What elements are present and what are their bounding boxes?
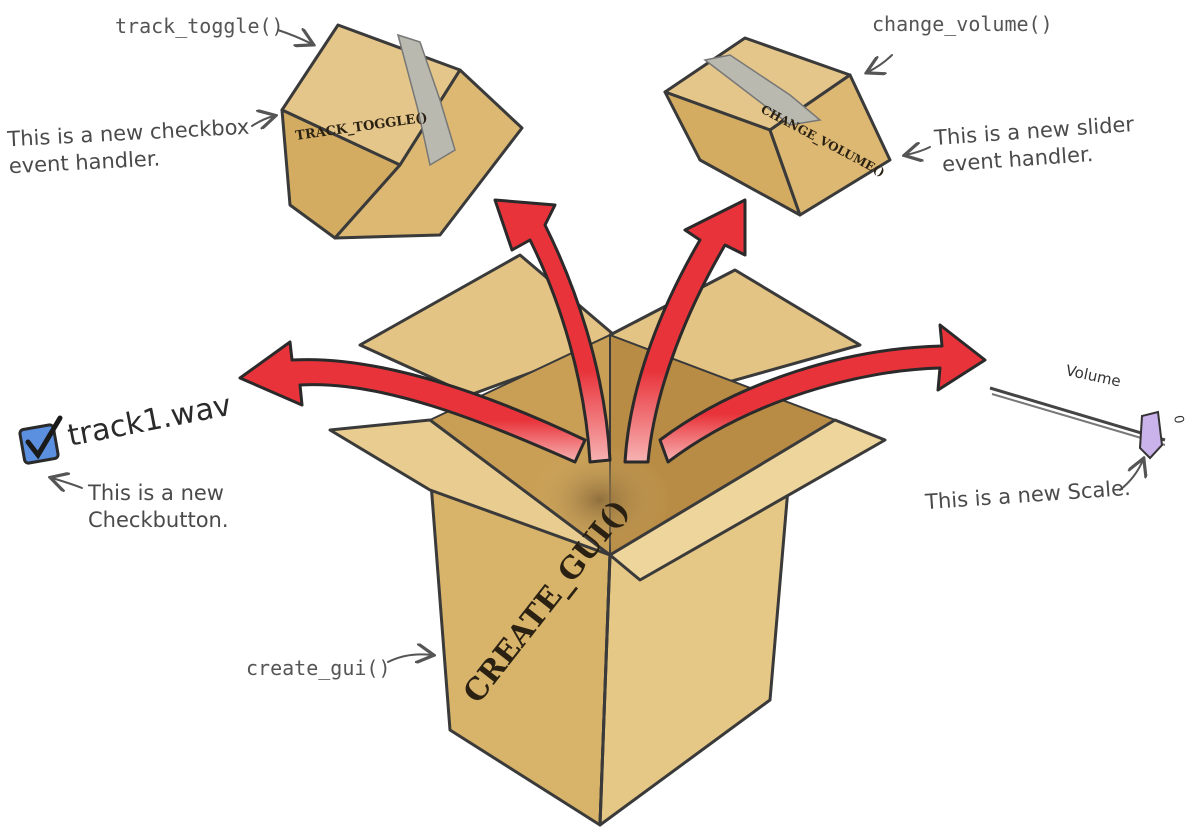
- scale-widget: Volume 0: [990, 361, 1186, 458]
- checkbutton-widget: track1.wav: [19, 388, 234, 464]
- scale-slider-handle[interactable]: [1140, 412, 1162, 458]
- scale-trough: [990, 388, 1165, 440]
- change-volume-caption: change_volume(): [872, 12, 1053, 36]
- create-gui-caption: create_gui(): [246, 656, 391, 680]
- change-volume-box: CHANGE_VOLUME(): [665, 38, 890, 215]
- checkbutton-note: This is a new Checkbutton.: [88, 480, 229, 534]
- checkbutton-note-line-2: Checkbutton.: [88, 507, 229, 534]
- create-gui-box: CREATE_GUI(): [330, 255, 885, 825]
- checkbutton-label: track1.wav: [65, 388, 234, 454]
- track-toggle-caption: track_toggle(): [115, 14, 284, 38]
- checkbutton-note-line-1: This is a new: [88, 480, 229, 507]
- scale-value: 0: [1170, 414, 1186, 425]
- scale-label: Volume: [1064, 361, 1122, 390]
- track-toggle-box: TRACK_TOGGLE(): [282, 25, 522, 238]
